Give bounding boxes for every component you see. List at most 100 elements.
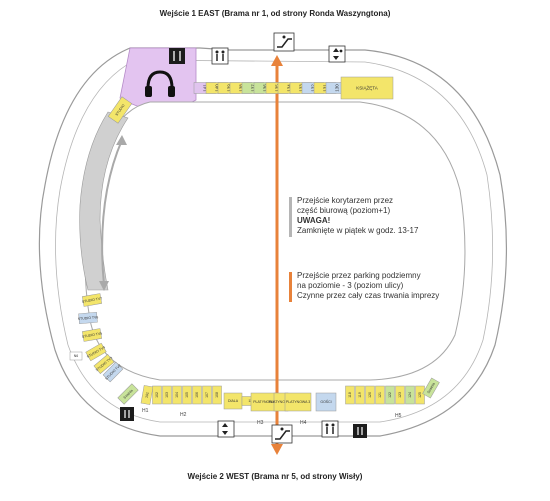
box-bottom-right-4: 122 — [385, 385, 395, 405]
restaurant-icon-bottom-right — [353, 424, 367, 438]
box-left-7-fill — [69, 351, 83, 361]
box-bottom-right-7-fill — [415, 385, 425, 405]
box-bottom-right-4-fill — [385, 385, 395, 405]
box-left-1: STUDIO TV7 — [81, 293, 103, 307]
box-bottom-left-7-fill — [202, 385, 212, 405]
box-141-label: 141 — [203, 84, 208, 92]
box-bottom-right-1-label: 119 — [358, 392, 362, 398]
box-bottom-right-4-label: 122 — [388, 392, 392, 398]
elevator-icon-bottom — [217, 420, 235, 438]
box-ksiazeta-label: KSIĄŻĘTA — [356, 85, 377, 91]
box-szatnia-right-fill — [422, 377, 440, 399]
box-bottom-right-3-fill — [375, 385, 385, 405]
gate-h4: H4 — [300, 420, 307, 426]
box-bottom-center-2: PLATYNOWA 3 — [284, 392, 312, 412]
box-bottom-right-1: 119 — [355, 385, 365, 405]
box-bottom-center-1-label: PLATYNOWA 2 — [269, 400, 293, 404]
box-bottom-left-0: Szatnia — [117, 383, 139, 405]
box-left-4-fill — [85, 342, 107, 362]
elevator-icon-top — [328, 45, 346, 63]
box-left-0-fill — [107, 96, 133, 124]
office-note-warning: UWAGA! — [297, 216, 331, 225]
box-bottom-left-2-label: 102 — [155, 392, 159, 398]
box-bottom-left-5: 105 — [182, 385, 192, 405]
gate-h1: H1 — [142, 408, 149, 414]
box-left-6-fill — [102, 361, 124, 383]
box-bottom-right-5: 123 — [395, 385, 405, 405]
office-note-line-2: część biurową (poziom+1) — [297, 206, 391, 215]
box-139-label: 139 — [227, 84, 232, 92]
box-134-label: 134 — [287, 84, 292, 92]
walk-arrow-head-bottom — [99, 281, 109, 291]
box-bottom-right-6-fill — [405, 385, 415, 405]
box-left-7-label: N6 — [74, 354, 79, 358]
escalator-icon-bottom — [271, 424, 293, 444]
office-note-line-4: Zamknięte w piątek w godz. 13-17 — [297, 226, 419, 235]
box-bottom-left-6-label: 106 — [195, 392, 199, 398]
box-bottom-left-4-fill — [172, 385, 182, 405]
box-left-1-label: STUDIO TV7 — [82, 296, 103, 304]
box-bottom-right-0-fill — [345, 385, 355, 405]
box-bottom-center-0-label: PLATYNOWA — [253, 400, 275, 404]
walk-arrow-head-top — [116, 135, 127, 145]
box-bottom-left-6: 106 — [192, 385, 202, 405]
restaurant-icon-bottom-left — [120, 407, 134, 421]
box-bottom-center-2-label: PLATYNOWA 3 — [286, 400, 310, 404]
parking-corridor-note: Przejście przez parking podziemny na poz… — [289, 271, 439, 302]
escalator-icon-top — [273, 32, 295, 52]
box-bottom-right-7-label: 125 — [418, 392, 422, 398]
box-131-label: 131 — [323, 84, 328, 92]
box-bottom-right-3: 121 — [375, 385, 385, 405]
box-bottom-left-0-fill — [117, 383, 139, 405]
box-bottom-left-5-label: 105 — [185, 392, 189, 398]
box-bottom-left-4-label: 104 — [175, 392, 179, 398]
box-bottom-left-8: 108 — [212, 385, 222, 405]
box-bottom-left-1-fill — [140, 385, 154, 405]
box-133-label: 133 — [299, 84, 304, 92]
box-left-2: STUDIO TV6 — [78, 311, 98, 325]
bottom-box-row: Szatnia101102103104105106107108DIALA111P… — [117, 377, 440, 412]
box-bottom-left-9: DIALA — [223, 392, 243, 410]
box-bottom-left-5-fill — [182, 385, 192, 405]
box-137-label: 137 — [251, 84, 256, 92]
gate-h3: H3 — [257, 420, 264, 426]
walk-arrow — [101, 139, 123, 286]
box-left-0: STUDIO — [107, 96, 133, 124]
office-note-line-1: Przejście korytarzem przez — [297, 196, 394, 205]
box-bottom-left-7: 107 — [202, 385, 212, 405]
box-bottom-right-2-fill — [365, 385, 375, 405]
box-bottom-right-2-label: 120 — [368, 392, 372, 398]
box-bottom-right-2: 120 — [365, 385, 375, 405]
box-left-1-fill — [81, 293, 103, 307]
box-ksiazeta-fill — [340, 76, 394, 100]
box-136-label: 136 — [263, 84, 268, 92]
box-bottom-center-3-fill — [315, 392, 337, 412]
box-bottom-right-1-fill — [355, 385, 365, 405]
entrance-east-title: Wejście 1 EAST (Brama nr 1, od strony Ro… — [159, 9, 391, 18]
box-bottom-left-8-fill — [212, 385, 222, 405]
box-left-7: N6 — [69, 351, 83, 361]
box-138-label: 138 — [239, 84, 244, 92]
box-szatnia-right: Szatnia — [422, 377, 440, 399]
box-bottom-left-4: 104 — [172, 385, 182, 405]
box-bottom-right-5-label: 123 — [398, 392, 402, 398]
box-bottom-left-1-label: 101 — [145, 392, 150, 398]
left-concourse — [79, 111, 129, 291]
box-bottom-left-3-label: 103 — [165, 392, 169, 398]
box-140-label: 140 — [215, 84, 220, 92]
gate-h2: H2 — [180, 412, 187, 418]
box-bottom-right-0: 118 — [345, 385, 355, 405]
pitch-area — [84, 101, 466, 381]
box-bottom-left-2: 102 — [152, 385, 162, 405]
box-bottom-left-9-label: DIALA — [228, 399, 239, 403]
restroom-icon-bottom — [321, 420, 339, 438]
box-bottom-center-3-label: GOŚCI — [320, 399, 331, 404]
parking-note-line-2: na poziomie - 3 (poziom ulicy) — [297, 281, 404, 290]
box-135-label: 135 — [275, 84, 280, 92]
box-bottom-left-3: 103 — [162, 385, 172, 405]
box-bottom-center-3: GOŚCI — [315, 392, 337, 412]
box-left-3-fill — [81, 328, 103, 342]
